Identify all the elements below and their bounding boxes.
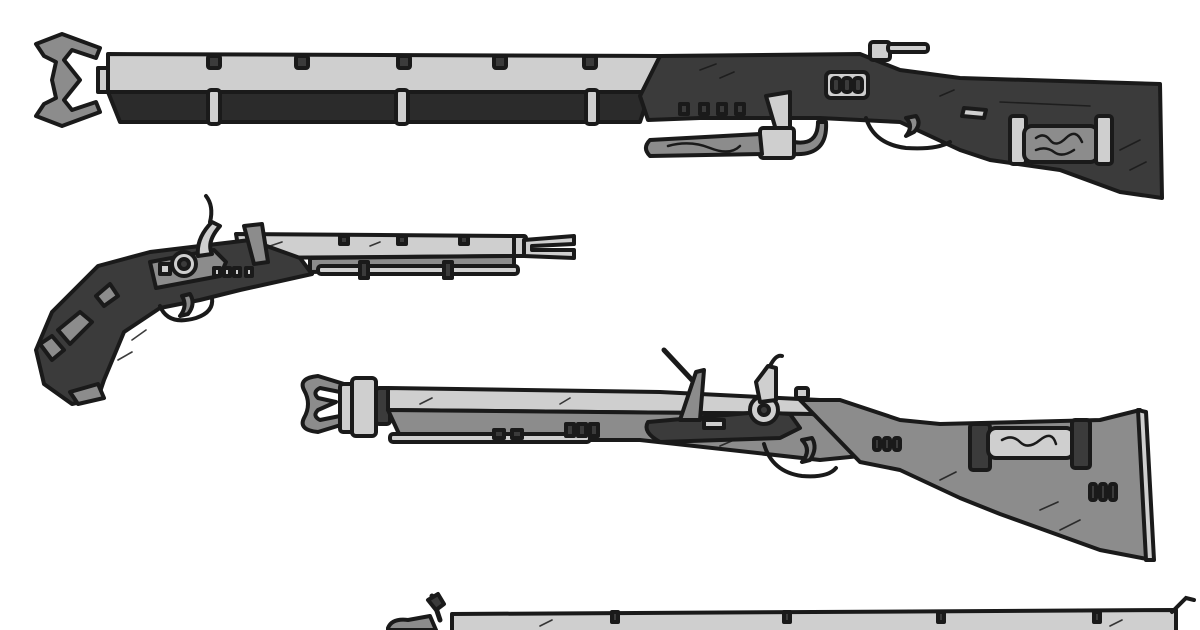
- pistol-grip-inlay: [38, 282, 120, 362]
- long-rifle-underrail: [106, 90, 652, 124]
- long-rifle-trigger: [904, 114, 921, 138]
- long-rifle-bands: [206, 88, 600, 126]
- long-rifle-vent: [824, 70, 870, 100]
- pistol-grip: [34, 238, 314, 406]
- musket-claw-muzzle: [300, 374, 392, 438]
- long-rifle-barrel-studs: [206, 54, 598, 70]
- musket-hammer: [678, 368, 706, 422]
- partial-rifle-barrel: [450, 608, 1178, 630]
- long-rifle-canister: [1008, 114, 1114, 166]
- pistol-hammer: [195, 220, 222, 258]
- pistol-trigger: [178, 292, 195, 318]
- musket-frizzen: [754, 364, 778, 404]
- musket-canister: [968, 418, 1092, 472]
- long-rifle-claw-muzzle: [34, 32, 114, 128]
- pistol-frizzen: [242, 222, 270, 266]
- musket-trigger: [800, 436, 817, 464]
